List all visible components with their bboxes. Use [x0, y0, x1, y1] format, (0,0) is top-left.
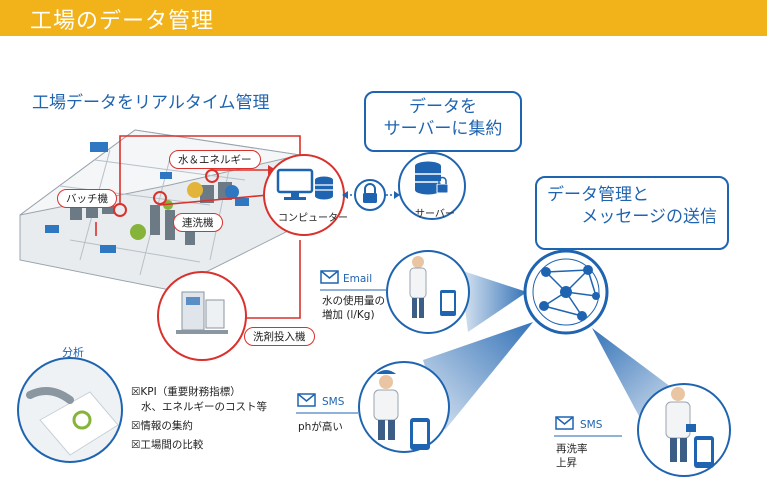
email-channel-label: Email — [343, 273, 373, 285]
analysis-item-aggregation: ☒情報の集約 — [131, 420, 193, 432]
sms-message-2-line-1: 再洗率 — [556, 443, 588, 455]
analysis-item-kpi: ☒KPI（重要財務指標） — [131, 386, 241, 398]
tag-water-energy: 水＆エネルギー — [169, 150, 261, 169]
manager-figure — [665, 387, 714, 468]
beam-email — [460, 270, 527, 332]
callout-collect-line-2: サーバーに集約 — [383, 119, 503, 139]
email-icon — [320, 270, 339, 284]
operator-figure-1 — [409, 256, 456, 318]
sms-channel-label-2: SMS — [580, 419, 603, 431]
network-hub-icon — [523, 249, 609, 335]
red-connectors — [95, 135, 301, 319]
tag-batch-machine: バッチ機 — [57, 189, 117, 208]
email-message: 水の使用量の 増加 (l/Kg) — [322, 294, 385, 322]
sms-message-2-line-2: 上昇 — [556, 457, 577, 469]
tag-continuous-washer: 連洗機 — [173, 213, 223, 232]
section-title: 工場データをリアルタイム管理 — [32, 93, 270, 113]
title-bar: 工場のデータ管理 — [0, 0, 767, 36]
lock-icon — [363, 183, 377, 203]
callout-collect-line-1: データを — [409, 97, 477, 117]
analysis-item-comparison-text: 工場間の比較 — [140, 439, 204, 451]
email-message-line-1: 水の使用量の — [322, 295, 385, 307]
email-message-line-2: 増加 (l/Kg) — [322, 309, 375, 321]
sms-icon-2 — [555, 416, 574, 430]
detergent-dispenser-image — [176, 291, 228, 334]
person-circle-email — [386, 250, 470, 334]
callout-collect-data: データを サーバーに集約 — [364, 91, 522, 152]
computer-label: コンピューター — [278, 213, 348, 224]
beam-sms-1 — [423, 322, 533, 430]
analysis-item-comparison: ☒工場間の比較 — [131, 439, 204, 451]
callout-manage-line-1: データ管理と — [547, 185, 649, 205]
analysis-title: 分析 — [62, 346, 84, 359]
page-title: 工場のデータ管理 — [30, 9, 215, 34]
computer-icon — [276, 168, 333, 200]
server-icon — [415, 161, 449, 195]
analysis-item-cost: 水、エネルギーのコスト等 — [131, 400, 267, 415]
analysis-list: ☒KPI（重要財務指標） 水、エネルギーのコスト等 ☒情報の集約 ☒工場間の比較 — [131, 385, 267, 453]
sms-channel-label-1: SMS — [322, 396, 345, 408]
worker-figure — [373, 370, 430, 450]
analysis-item-kpi-text: KPI（重要財務指標） — [140, 386, 241, 398]
analysis-paper — [26, 387, 119, 456]
sms-message-2: 再洗率 上昇 — [556, 442, 588, 470]
tag-detergent-dispenser: 洗剤投入機 — [244, 327, 315, 346]
analysis-item-cost-text: 水、エネルギーのコスト等 — [141, 401, 267, 413]
sms-message-1: phが高い — [298, 421, 343, 433]
analysis-item-aggregation-text: 情報の集約 — [140, 420, 193, 432]
sms-icon-1 — [297, 393, 316, 407]
server-label: サーバー — [415, 209, 455, 220]
callout-manage-line-2: メッセージの送信 — [581, 207, 717, 227]
person-circle-sms-1 — [358, 361, 450, 453]
callout-manage-send: データ管理と メッセージの送信 — [535, 176, 729, 250]
